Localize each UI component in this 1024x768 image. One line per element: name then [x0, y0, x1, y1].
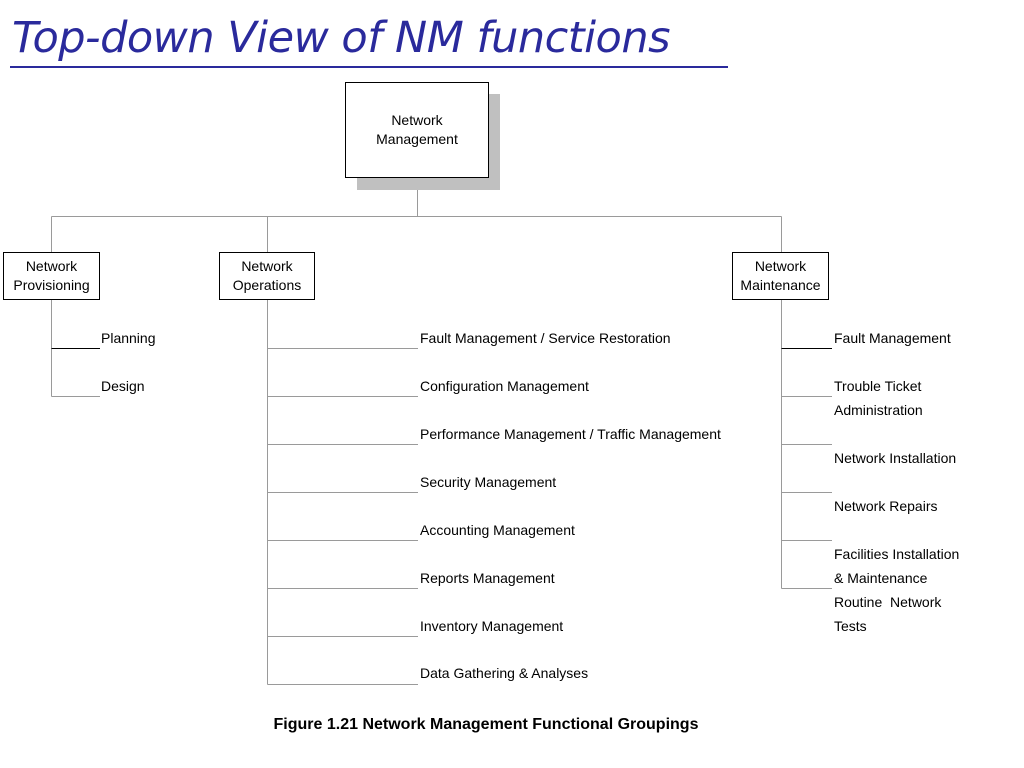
box-network-provisioning: Network Provisioning [3, 252, 100, 300]
operations-line2: Operations [232, 277, 302, 293]
maintenance-item: Trouble Ticket [834, 378, 922, 394]
provisioning-item: Planning [101, 330, 156, 346]
maintenance-item: Tests [834, 618, 867, 634]
maintenance-item: Network Repairs [834, 498, 938, 514]
root-box-network-management: Network Management [345, 82, 489, 178]
operations-item: Security Management [420, 474, 557, 490]
operations-item: Configuration Management [420, 378, 589, 394]
maintenance-item: Network Installation [834, 450, 957, 466]
operations-item: Fault Management / Service Restoration [420, 330, 671, 346]
slide-title: Top-down View of NM functions [12, 13, 671, 63]
operations-item: Data Gathering & Analyses [420, 665, 589, 681]
box-network-maintenance: Network Maintenance [732, 252, 829, 300]
operations-item: Inventory Management [420, 618, 564, 634]
root-box-line1: Network [391, 112, 443, 128]
maintenance-item: Administration [834, 402, 923, 418]
operations-item: Reports Management [420, 570, 555, 586]
maintenance-item: & Maintenance [834, 570, 928, 586]
provisioning-line2: Provisioning [13, 277, 90, 293]
root-box-line2: Management [376, 131, 458, 147]
box-network-operations: Network Operations [219, 252, 315, 300]
maintenance-line1: Network [754, 258, 807, 274]
title-underline [10, 66, 728, 68]
maintenance-item: Fault Management [834, 330, 951, 346]
operations-item: Performance Management / Traffic Managem… [420, 426, 721, 442]
provisioning-item: Design [101, 378, 145, 394]
figure-caption: Figure 1.21 Network Management Functiona… [273, 716, 699, 733]
operations-line1: Network [241, 258, 293, 274]
operations-item: Accounting Management [420, 522, 575, 538]
maintenance-line2: Maintenance [740, 277, 821, 293]
maintenance-item: Routine Network [834, 594, 942, 610]
maintenance-item: Facilities Installation [834, 546, 960, 562]
provisioning-line1: Network [25, 258, 78, 274]
